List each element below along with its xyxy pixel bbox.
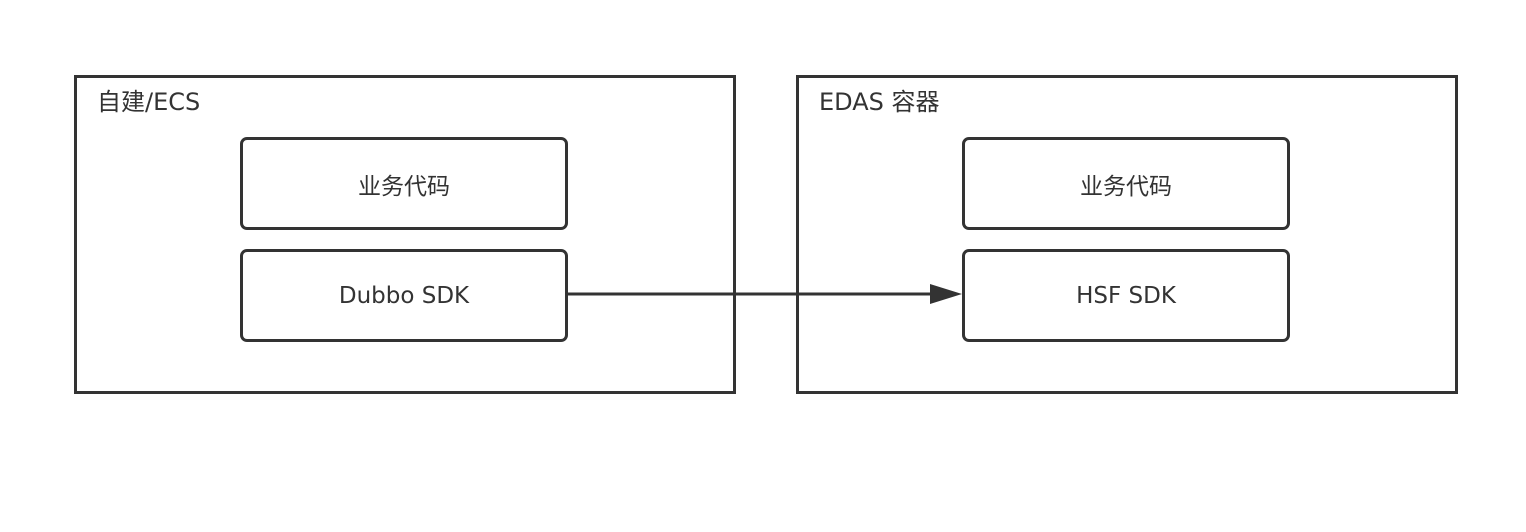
- business-code-box-right: 业务代码: [962, 137, 1290, 230]
- edas-container: EDAS 容器: [796, 75, 1458, 394]
- dubbo-sdk-box: Dubbo SDK: [240, 249, 568, 342]
- hsf-sdk-box: HSF SDK: [962, 249, 1290, 342]
- arrowhead-icon: [930, 284, 962, 304]
- business-code-box-left: 业务代码: [240, 137, 568, 230]
- self-built-ecs-container: 自建/ECS: [74, 75, 736, 394]
- container-label: 自建/ECS: [97, 88, 201, 116]
- container-label: EDAS 容器: [819, 88, 940, 116]
